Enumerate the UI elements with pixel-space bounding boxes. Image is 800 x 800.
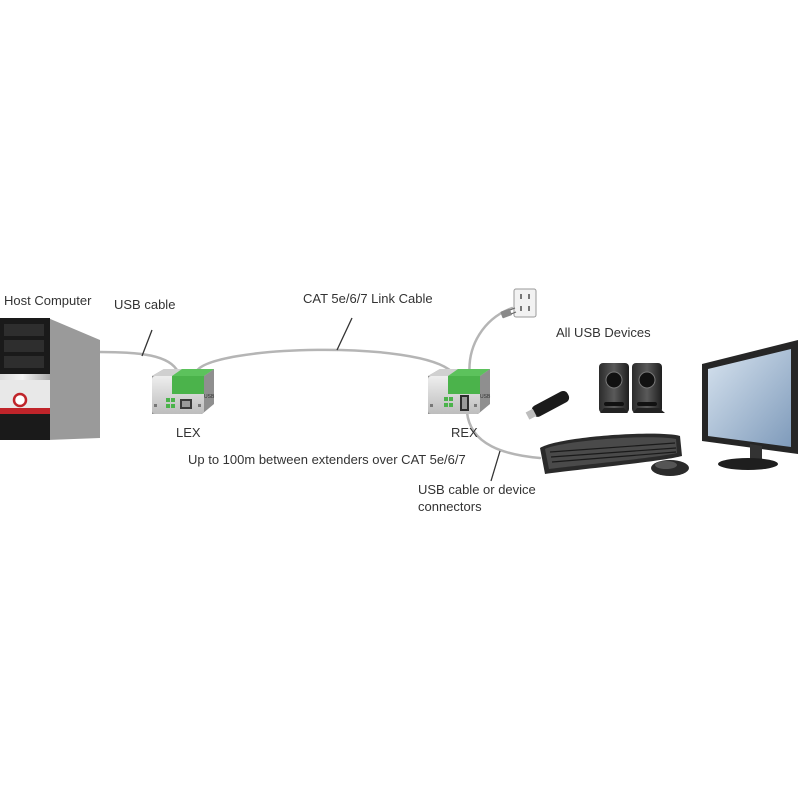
- lex-label: LEX: [176, 425, 201, 440]
- desktop-tower-icon: [0, 318, 100, 440]
- speakers-icon: [599, 363, 665, 413]
- usb-extender-remote-icon: [428, 369, 490, 414]
- usb-dongle-icon: [525, 390, 570, 420]
- wall-outlet-icon: [513, 288, 537, 318]
- speaker-right: [632, 363, 665, 413]
- speaker-left: [599, 363, 629, 413]
- host-computer-label: Host Computer: [4, 293, 92, 308]
- keyboard-icon: [540, 433, 682, 474]
- rex-badge: USB: [480, 394, 491, 400]
- usb-connectors-label-line2: connectors: [418, 499, 482, 514]
- usb-cable-rex-to-devices: [465, 410, 542, 460]
- monitor-icon: [702, 340, 798, 470]
- usb-cable-host-to-lex: [98, 350, 180, 374]
- leader-link-cable: [336, 317, 353, 351]
- link-cable-label: CAT 5e/6/7 Link Cable: [303, 291, 433, 306]
- leader-lines: [141, 317, 501, 482]
- usb-connectors-label-line1: USB cable or device: [418, 482, 536, 497]
- all-usb-devices-label: All USB Devices: [556, 325, 651, 340]
- lex-badge: USB: [204, 394, 215, 400]
- usb-extender-local-icon: [152, 369, 214, 414]
- rex-label: REX: [451, 425, 478, 440]
- usb-cable-label: USB cable: [114, 297, 176, 312]
- link-cable-lex-to-rex: [194, 348, 454, 374]
- power-plug-icon: [500, 307, 517, 319]
- power-cable-to-rex: [468, 306, 514, 380]
- leader-usb-cable: [141, 329, 153, 357]
- mouse-icon: [651, 460, 689, 476]
- distance-note: Up to 100m between extenders over CAT 5e…: [188, 452, 466, 467]
- leader-usb-connectors: [490, 450, 501, 482]
